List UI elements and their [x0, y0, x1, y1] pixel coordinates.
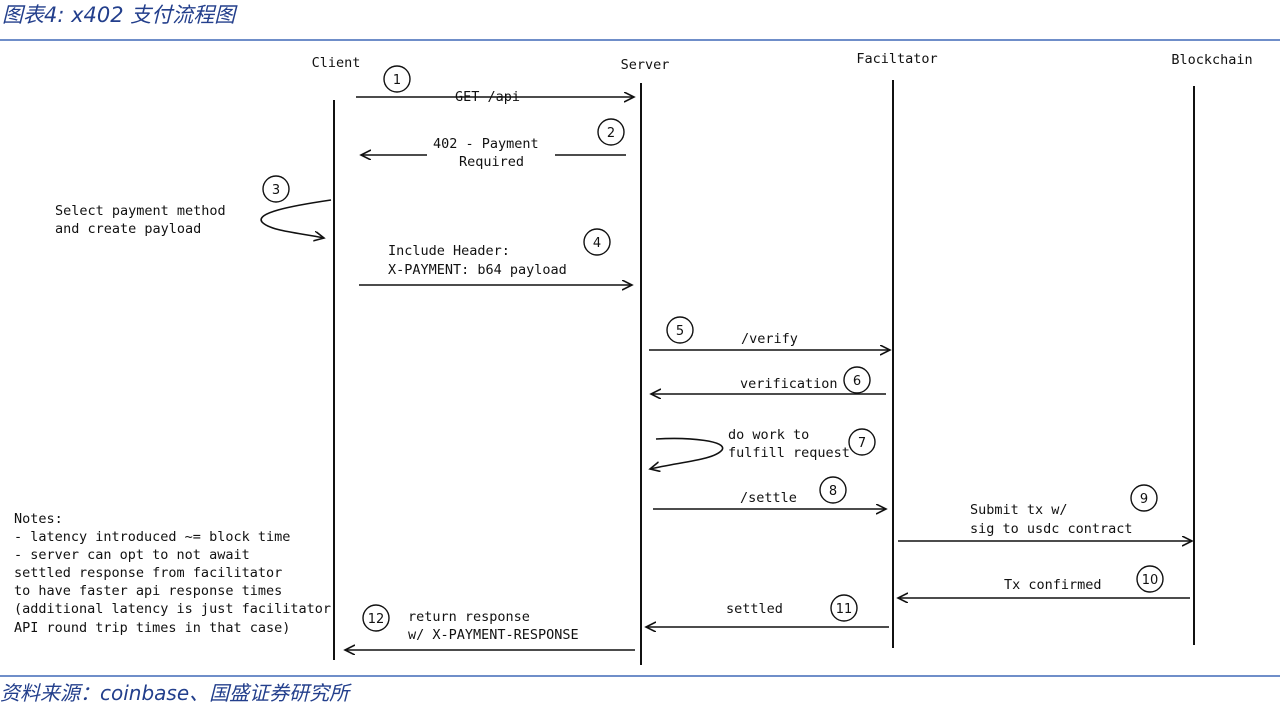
step-label-2-bg [427, 133, 555, 171]
step-marker-11 [830, 594, 858, 622]
step-label-9-line-2: sig to usdc contract [970, 521, 1133, 537]
step-number-4: 4 [593, 236, 601, 251]
step-marker-12 [362, 604, 390, 632]
step-number-7: 7 [858, 436, 866, 451]
step-label-10: Tx confirmed [1004, 577, 1102, 593]
top-rule [0, 39, 1280, 41]
step-number-9: 9 [1140, 492, 1148, 507]
step-marker-9 [1130, 484, 1158, 512]
step-marker-1 [383, 65, 411, 93]
step-label-2-line-1: 402 - Payment [433, 136, 539, 152]
step-label-8: /settle [740, 490, 797, 506]
step-label-12-line-2: w/ X-PAYMENT-RESPONSE [408, 627, 579, 643]
arrow-step-7 [650, 437, 724, 469]
step-label-6: verification [740, 376, 838, 392]
step-label-7-line-1: do work to [728, 427, 809, 443]
notes-line: - server can opt to not await [14, 547, 250, 563]
step-marker-5 [666, 316, 694, 344]
step-marker-4 [583, 228, 611, 256]
step-number-12: 12 [368, 612, 385, 627]
bottom-rule [0, 675, 1280, 677]
participant-server: Server [621, 57, 670, 73]
step-number-6: 6 [853, 374, 861, 389]
step-label-12-line-1: return response [408, 609, 530, 625]
step-number-8: 8 [829, 484, 837, 499]
figure-source: 资料来源：coinbase、国盛证券研究所 [0, 681, 350, 705]
notes-line: (additional latency is just facilitator [14, 601, 331, 617]
step-label-11: settled [726, 601, 783, 617]
arrow-step-3 [260, 199, 332, 238]
step-marker-3 [262, 175, 290, 203]
step-label-3-line-1: Select payment method [55, 203, 226, 219]
step-label-9-line-1: Submit tx w/ [970, 502, 1068, 518]
step-marker-7 [848, 428, 876, 456]
notes-line: to have faster api response times [14, 583, 282, 599]
participant-blockchain: Blockchain [1171, 52, 1252, 68]
step-label-7-line-2: fulfill request [728, 445, 850, 461]
step-number-3: 3 [272, 183, 280, 198]
step-marker-10 [1136, 565, 1164, 593]
step-marker-8 [819, 476, 847, 504]
notes-line: - latency introduced ~= block time [14, 529, 290, 545]
step-label-4-line-2: X-PAYMENT: b64 payload [388, 262, 567, 278]
step-label-4-line-1: Include Header: [388, 243, 510, 259]
step-marker-6 [843, 366, 871, 394]
step-label-3-line-2: and create payload [55, 221, 201, 237]
notes-line: API round trip times in that case) [14, 620, 290, 636]
step-number-5: 5 [676, 324, 684, 339]
step-number-10: 10 [1142, 573, 1159, 588]
step-label-5: /verify [741, 331, 798, 347]
step-number-2: 2 [607, 126, 615, 141]
step-number-11: 11 [836, 602, 853, 617]
participant-facilitator: Faciltator [856, 51, 937, 67]
figure-title: 图表4: x402 支付流程图 [2, 3, 236, 27]
step-marker-2 [597, 118, 625, 146]
participant-client: Client [312, 55, 361, 71]
notes-heading: Notes: [14, 511, 63, 527]
notes-line: settled response from facilitator [14, 565, 282, 581]
step-label-2-line-2: Required [459, 154, 524, 170]
step-number-1: 1 [393, 73, 401, 88]
step-label-1: GET /api [455, 89, 520, 105]
